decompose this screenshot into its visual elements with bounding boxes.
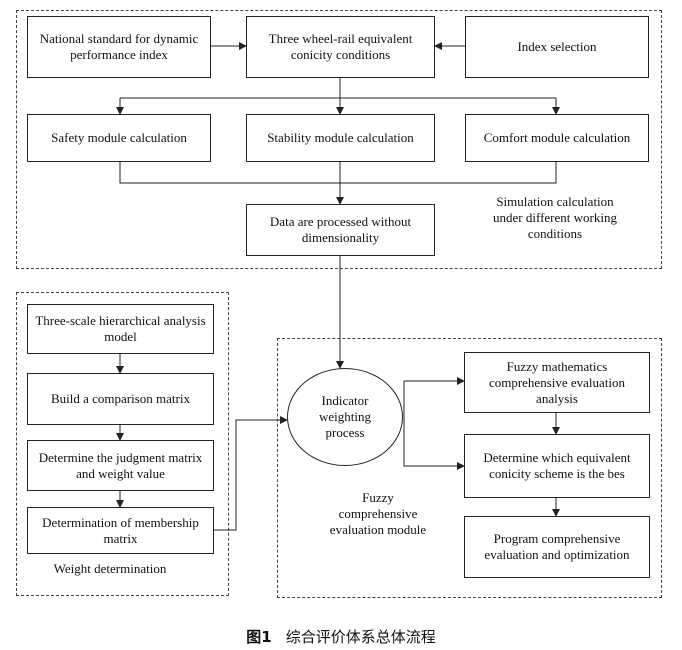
membership-matrix-box: Determination of membership matrix: [27, 507, 214, 554]
fuzzy-evaluation-region: [277, 338, 662, 598]
stability-module-box: Stability module calculation: [246, 114, 435, 162]
comfort-module-box: Comfort module calculation: [465, 114, 649, 162]
conicity-conditions-box: Three wheel-rail equivalent conicity con…: [246, 16, 435, 78]
indicator-weighting-circle: Indicator weighting process: [287, 368, 403, 466]
simulation-note: Simulation calculation under different w…: [493, 194, 617, 241]
determine-scheme-box: Determine which equivalent conicity sche…: [464, 434, 650, 498]
weight-determination-label: Weight determination: [53, 561, 167, 576]
national-standard-box: National standard for dynamic performanc…: [27, 16, 211, 78]
figure-number: 图1: [246, 628, 272, 646]
comparison-matrix-box: Build a comparison matrix: [27, 373, 214, 425]
arrow-conicity-branch: [120, 78, 556, 99]
fuzzy-evaluation-label: Fuzzy comprehensive evaluation module: [329, 490, 427, 537]
safety-module-box: Safety module calculation: [27, 114, 211, 162]
arrow-membership-to-indicator: [214, 416, 288, 531]
index-selection-box: Index selection: [465, 16, 649, 78]
three-scale-model-box: Three-scale hierarchical analysis model: [27, 304, 214, 354]
arrow-indicator-to-scheme: [403, 381, 465, 470]
dimensionless-processing-box: Data are processed without dimensionalit…: [246, 204, 435, 256]
figure-caption: 图1 综合评价体系总体流程: [0, 626, 682, 647]
arrow-modules-merge: [119, 162, 557, 184]
weight-determination-region: [16, 292, 229, 596]
program-evaluation-box: Program comprehensive evaluation and opt…: [464, 516, 650, 578]
figure-title: 综合评价体系总体流程: [285, 628, 436, 646]
fuzzy-math-box: Fuzzy mathematics comprehensive evaluati…: [464, 352, 650, 413]
indicator-weighting-label: Indicator weighting process: [319, 393, 371, 440]
judgment-matrix-box: Determine the judgment matrix and weight…: [27, 440, 214, 491]
simulation-region: [16, 10, 662, 269]
